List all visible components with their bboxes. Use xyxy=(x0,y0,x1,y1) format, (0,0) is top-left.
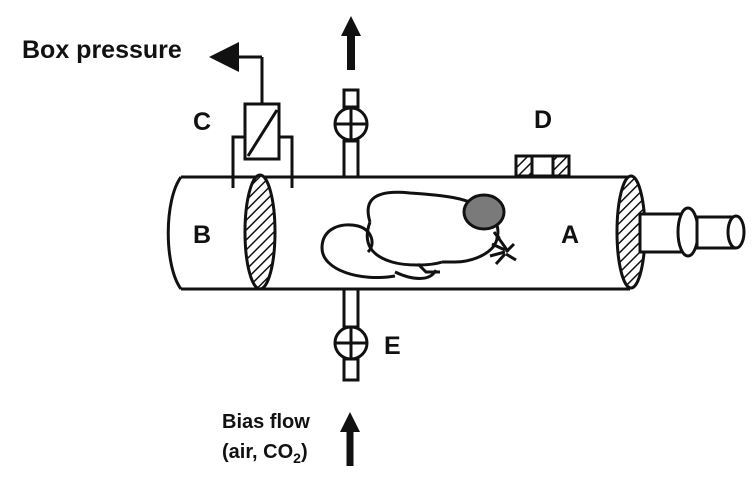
label-a: A xyxy=(561,221,579,249)
mouse xyxy=(320,190,517,280)
label-d: D xyxy=(534,106,552,134)
label-e: E xyxy=(384,332,401,360)
label-b: B xyxy=(193,221,211,249)
bias-flow-label-line1: Bias flow xyxy=(222,411,310,433)
right-connector xyxy=(638,206,746,258)
bias-flow-arrow xyxy=(340,412,360,466)
bias-flow-label-line2: (air, CO2) xyxy=(222,441,308,466)
label-c: C xyxy=(193,108,211,136)
box-pressure-label: Box pressure xyxy=(22,36,182,64)
top-valve xyxy=(333,88,369,179)
bottom-valve xyxy=(333,287,369,382)
pressure-transducer xyxy=(231,102,294,188)
port-d xyxy=(514,154,571,178)
top-outlet-arrow xyxy=(341,16,361,70)
box-pressure-line xyxy=(209,42,264,104)
divider-membrane xyxy=(243,173,277,291)
